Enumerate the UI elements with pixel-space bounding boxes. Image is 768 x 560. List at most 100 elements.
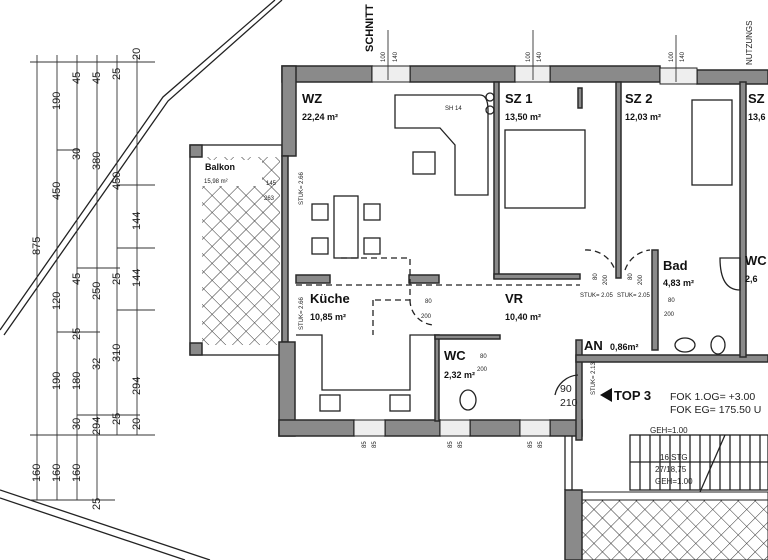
label: 15,98 m² [204,179,228,185]
label: WC [444,348,466,363]
doors: 80 200 80 200 80 200 80 200 80 200 90 21… [299,106,675,409]
label: 100 [669,51,675,62]
label: 294 [91,417,103,435]
walls [278,65,768,441]
label: 140 [393,51,399,62]
label: FOK 1.OG= +3.00 [670,391,755,403]
label: 875 [31,237,43,255]
label: 160 [31,464,43,482]
label: 45 [71,273,83,285]
label: 25 [111,413,123,425]
label: WZ [302,91,322,106]
label: 180 [71,372,83,390]
label: 250 [91,282,103,300]
label: NUTZUNGS [745,21,754,65]
label: SZ 1 [505,91,532,106]
arrow-left-icon [600,388,612,402]
label: 32 [91,358,103,370]
label: 90 [560,383,572,395]
label: SH 14 [445,106,462,112]
label: Bad [663,258,688,273]
label: 294 [131,377,143,395]
label: 144 [131,212,143,230]
label: 100 [381,51,387,62]
label: STUK= 2.05 [580,293,614,299]
windows: 100 140 100 140 100 140 85 85 85 85 85 8… [353,30,698,448]
label: 160 [51,464,63,482]
dimension-chains [30,55,155,501]
label: 85 [372,441,378,448]
staircase: GEH=1.00 16 STG 27/18,75 GEH=1.00 [564,426,768,560]
annotations: SCHNITT NUTZUNGS TOP 3 FOK 1.OG= +3.00 F… [364,4,761,416]
site-boundary [0,0,283,560]
label: 144 [131,269,143,287]
label: 30 [71,148,83,160]
label: 160 [71,464,83,482]
label: 25 [91,498,103,510]
label: 200 [664,312,675,318]
label: 100 [526,51,532,62]
label: GEH=1.00 [650,426,688,435]
label: WC [745,253,767,268]
label: 80 [480,354,487,360]
label: 16 STG [660,453,688,462]
label: 200 [477,367,488,373]
label: 310 [111,344,123,362]
label: 25 [111,68,123,80]
label: 80 [593,273,599,280]
label: STUK= 2.66 [299,171,305,205]
label: 85 [362,441,368,448]
label: 80 [425,299,432,305]
label: VR [505,291,524,306]
label: 200 [421,314,432,320]
label: 80 [668,298,675,304]
label: 145 [266,181,277,187]
label: 45 [71,72,83,84]
label: 20 [131,48,143,60]
label: 30 [71,418,83,430]
label: 450 [51,182,63,200]
label: 120 [51,292,63,310]
label: 85 [528,441,534,448]
label: 25 [71,328,83,340]
label: Küche [310,291,350,306]
label: SCHNITT [364,4,376,52]
label: 12,03 m² [625,112,661,122]
label: STUK= 2.05 [617,293,651,299]
dimension-labels: 875 160 190 450 120 190 160 45 30 45 25 … [31,48,143,510]
label: 13,50 m² [505,112,541,122]
label: 210 [560,397,578,409]
label: STUK= 2.13 [591,361,597,395]
balcony: Balkon 15,98 m² 145 263 [189,144,283,356]
label: 25 [111,273,123,285]
label: 27/18,75 [655,465,687,474]
label: 85 [458,441,464,448]
label: 10,85 m² [310,312,346,322]
label: 140 [680,51,686,62]
label: 2,6 [745,274,758,284]
label: STUK= 2.66 [299,296,305,330]
label: 85 [538,441,544,448]
label: AN [584,338,603,353]
label: TOP 3 [614,388,651,403]
label: 10,40 m² [505,312,541,322]
room-labels: WZ 22,24 m² SZ 1 13,50 m² SZ 2 12,03 m² … [302,91,767,380]
label: 190 [51,92,63,110]
label: 20 [131,418,143,430]
furniture [296,92,741,412]
label: 22,24 m² [302,112,338,122]
label: GEH=1.00 [655,477,693,486]
label: 190 [51,372,63,390]
label: 45 [91,72,103,84]
label: 0,86m² [610,342,639,352]
label: 200 [603,274,609,285]
label: 200 [638,274,644,285]
label: SZ [748,91,765,106]
label: 85 [448,441,454,448]
label: 450 [111,172,123,190]
label: Balkon [205,162,235,172]
label: 13,6 [748,112,766,122]
label: 80 [628,273,634,280]
label: 263 [264,196,275,202]
